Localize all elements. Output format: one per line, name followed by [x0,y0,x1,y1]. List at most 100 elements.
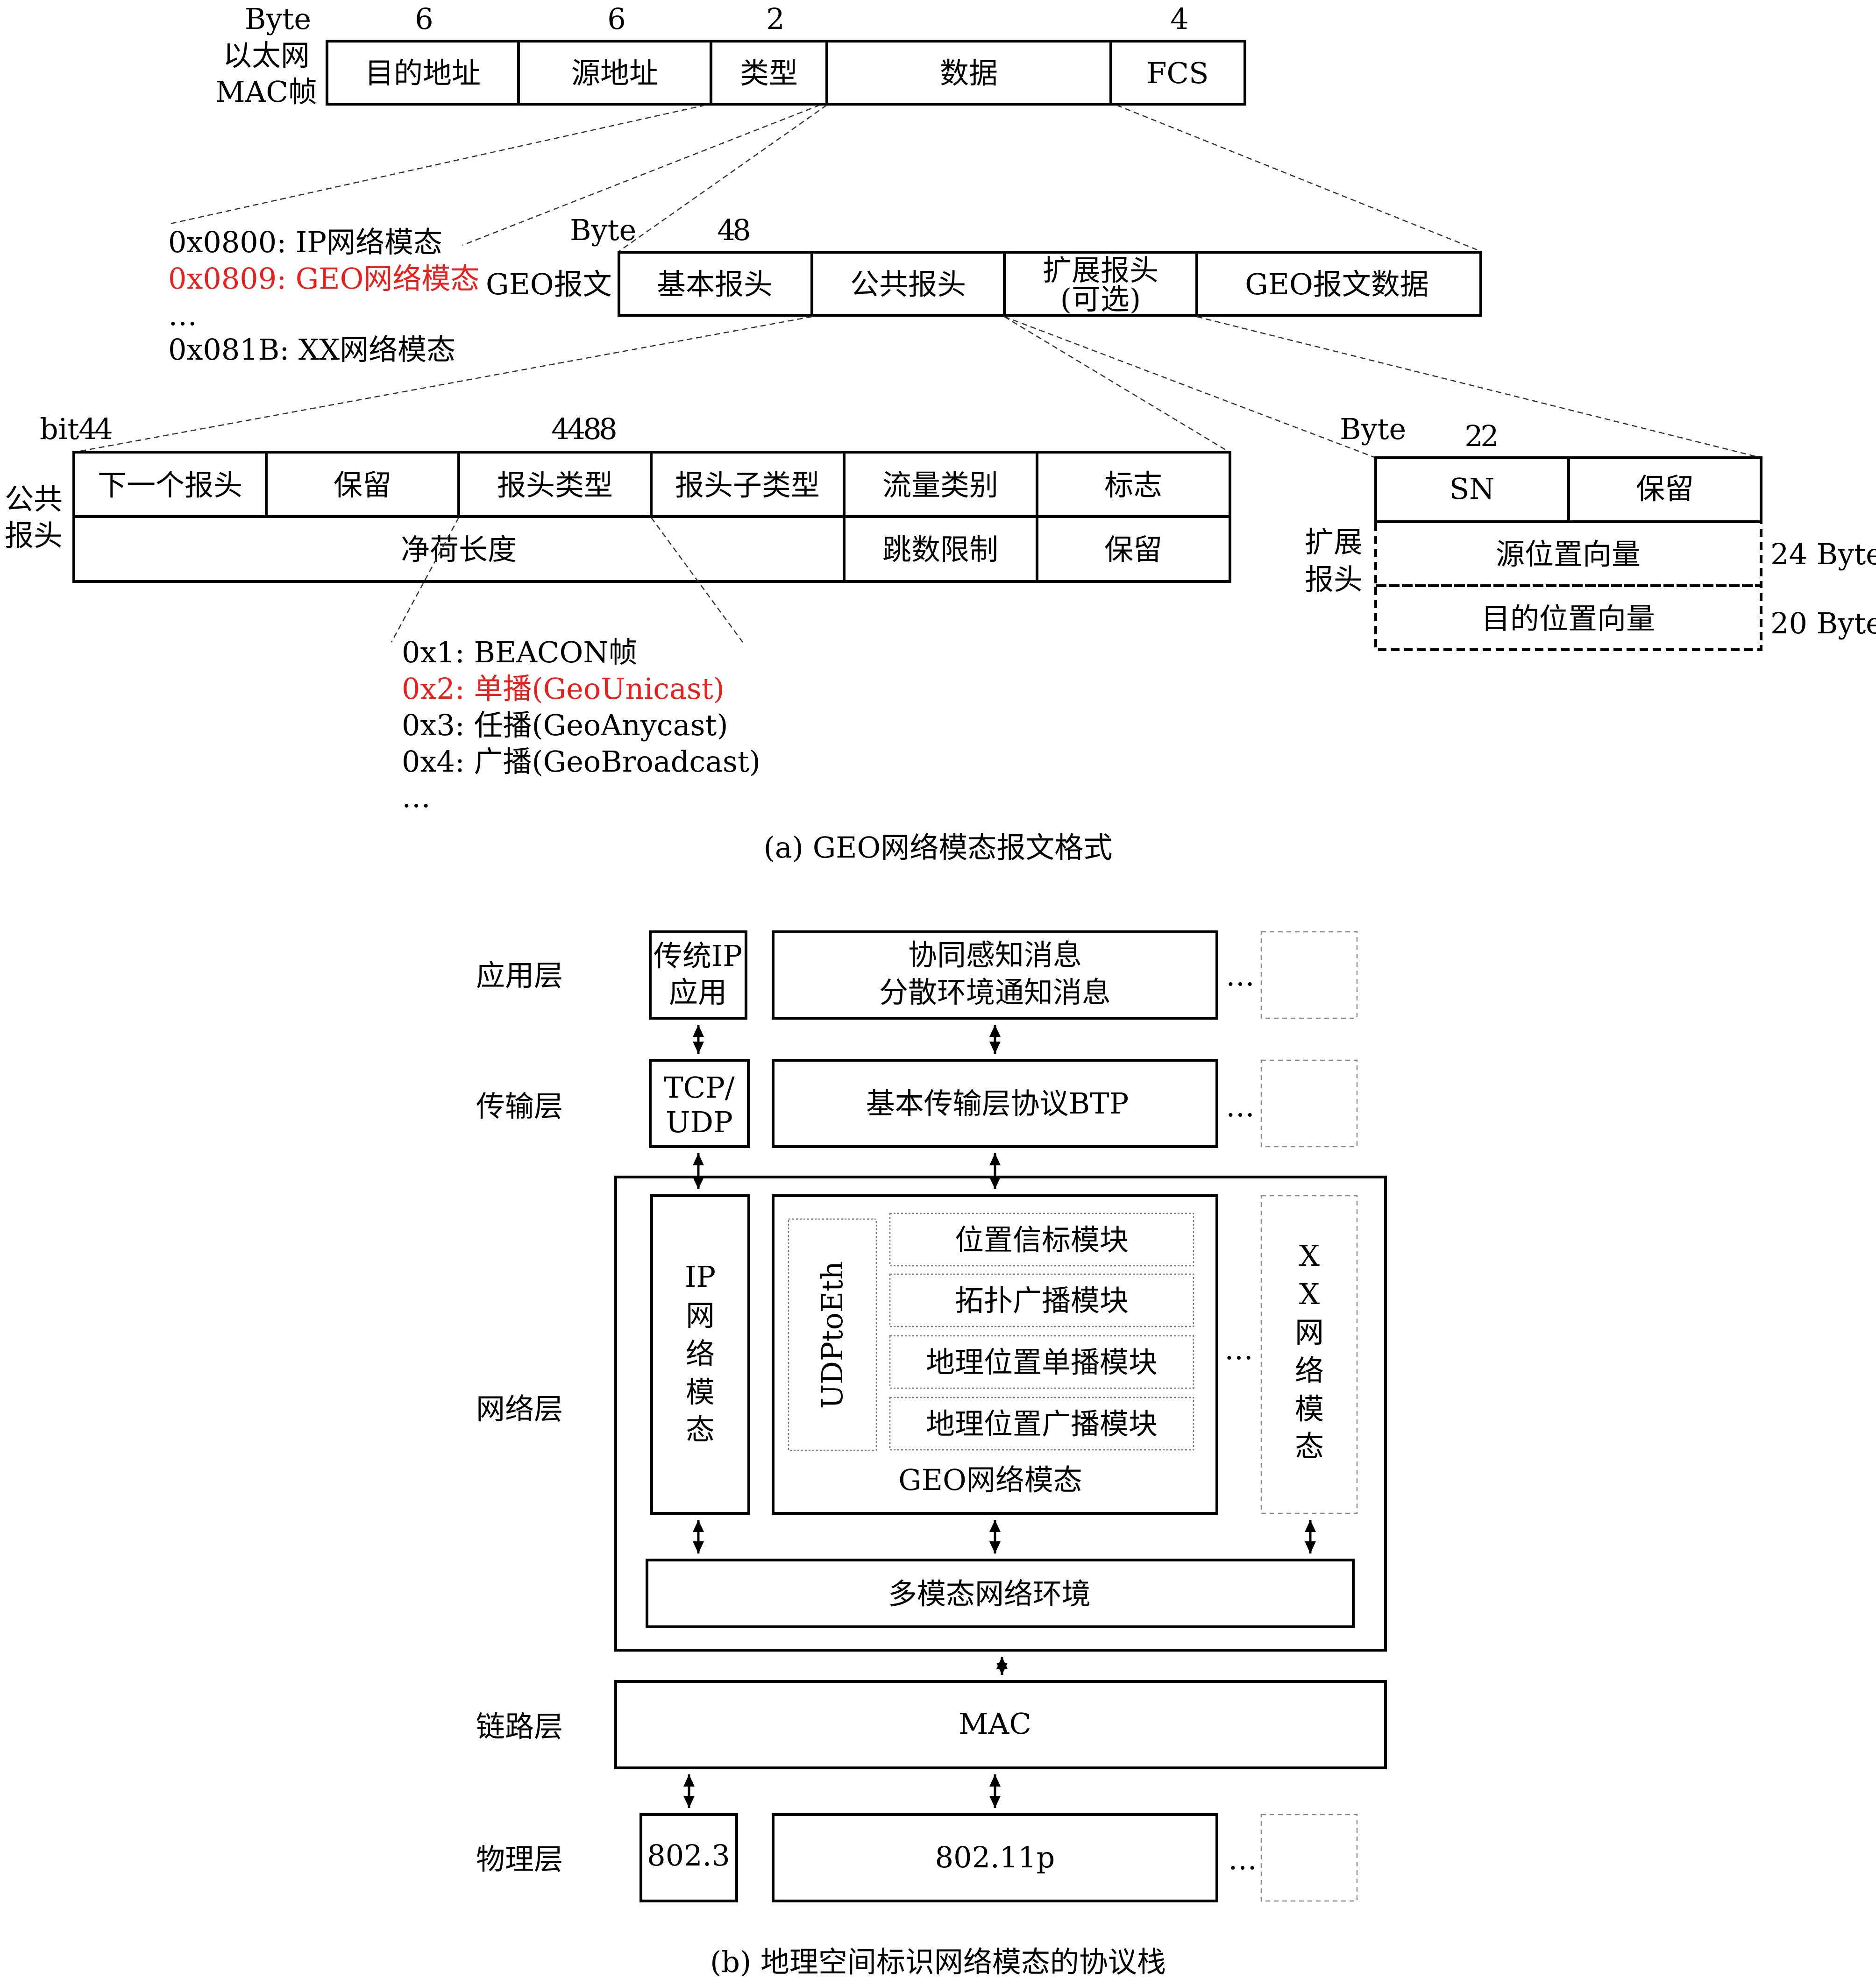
geo-mode-box [772,1194,1218,1515]
application-layer: 传统IP 应用 协同感知消息 分散环境通知消息 … [649,930,1358,1020]
geo-packet-box [618,251,1482,317]
ip-mode-char-0: IP [685,1260,716,1294]
layer-link: 链路层 [476,1709,563,1744]
multimode-environment: 多模态网络环境 [646,1559,1355,1628]
geo-field-common: 公共报头 [850,267,966,301]
mac-frame-label: 以太网 [223,38,310,72]
module-geo-unicast-box [889,1335,1194,1389]
ext-size-sn: 2 [1464,419,1483,453]
geo-packet: Byte 4 8 GEO报文 基本报头 公共报头 扩展报头 (可选) GEO报文… [486,213,1482,317]
layer-application: 应用层 [476,958,563,993]
network-ellipsis: … [1224,1332,1253,1366]
layer-network: 网络层 [476,1392,563,1426]
multimode-env-box [646,1559,1355,1628]
module-beacon: 位置信标模块 [955,1223,1129,1257]
module-geo-broadcast-box [889,1397,1194,1451]
header-type-beacon: 0x1: BEACON帧 [402,635,638,669]
ip-network-mode: IP 网 络 模 态 [650,1194,750,1515]
ethernet-mac-frame: Byte 6 6 2 4 以太网 MAC帧 目的地址 源地址 类型 数据 FCS [215,2,1246,109]
caption-a: (a) GEO网络模态报文格式 [764,830,1113,865]
module-topology-box [889,1273,1194,1327]
mac-frame-label-2: MAC帧 [215,75,317,109]
ext-dest-vector-box [1374,584,1762,651]
ethertype-ip: 0x0800: IP网络模态 [168,225,442,259]
common-field-flags: 标志 [1104,468,1162,502]
module-geo-unicast: 地理位置单播模块 [926,1345,1158,1379]
btp-label: 基本传输层协议BTP [866,1086,1129,1121]
mac-field-src: 源地址 [571,56,658,90]
xx-mode-char-4: 模 [1295,1392,1324,1426]
mac-size-fcs: 4 [1170,2,1188,36]
udptoeth-label: UDPtoEth [815,1261,849,1409]
geo-field-data: GEO报文数据 [1245,267,1429,301]
arrowhead [1305,1541,1316,1553]
ethertype-list: 0x0800: IP网络模态 0x0809: GEO网络模态 … 0x081B:… [168,225,479,367]
tcp-label: TCP/ [664,1071,735,1105]
xx-network-mode: X X 网 络 模 态 [1260,1195,1358,1514]
arrowhead [996,1663,1008,1675]
common-bit-flags: 8 [599,412,617,446]
header-type-broadcast: 0x4: 广播(GeoBroadcast) [402,745,760,779]
geo-field-extended: 扩展报头 [1043,253,1158,287]
geo-field-optional: (可选) [1060,282,1141,316]
eth-8023-label: 802.3 [647,1838,730,1873]
physical-extra-box [1260,1814,1358,1902]
mac-field-fcs: FCS [1147,56,1209,90]
ip-mode-char-2: 络 [686,1337,715,1371]
geo-size-basic: 4 [717,213,735,247]
stack-arrows [683,1025,1316,1808]
ext-size-reserved: 2 [1480,419,1499,453]
arrowhead [989,1025,1001,1037]
arrowhead [693,1541,704,1553]
module-geo-broadcast: 地理位置广播模块 [926,1407,1158,1441]
mac-byte-label: Byte [245,2,311,36]
xx-mode-char-5: 态 [1295,1429,1324,1463]
transport-layer: TCP/ UDP 基本传输层协议BTP … [649,1059,1358,1148]
arrowhead [989,1042,1001,1054]
common-header-label: 公共 [5,482,63,516]
common-bit-reserved: 4 [94,412,113,446]
multimode-env-label: 多模态网络环境 [888,1577,1091,1611]
common-header-label-2: 报头 [5,518,63,553]
ext-field-dest-vector: 目的位置向量 [1481,602,1655,636]
mac-field-dst: 目的地址 [365,56,481,90]
arrowhead [693,1042,704,1054]
arrowhead [989,1541,1001,1553]
tcp-udp-box [649,1059,750,1148]
common-field-reserved-2: 保留 [1104,532,1162,567]
common-field-subtype: 报头子类型 [675,468,820,502]
mac-size-type: 2 [766,2,784,36]
ip-mode-char-4: 态 [686,1412,715,1447]
arrowhead [683,1774,695,1787]
arrowhead [989,1774,1001,1787]
xx-mode-char-2: 网 [1295,1315,1324,1349]
eth-8023-box [640,1813,738,1902]
header-type-anycast: 0x3: 任播(GeoAnycast) [402,708,728,742]
layer-transport: 传输层 [476,1089,563,1123]
xx-mode-char-0: X [1299,1239,1320,1273]
udp-label: UDP [666,1105,733,1139]
v2x-messages-box [772,930,1218,1020]
mac-frame-box [326,40,1246,106]
common-bit-label: bit [40,412,79,446]
ext-source-vector-size: 24 Byte [1770,537,1876,571]
mac-label: MAC [959,1707,1031,1741]
xx-mode-char-1: X [1299,1277,1320,1311]
wave-80211p-label: 802.11p [935,1840,1055,1874]
arrowhead [693,1177,704,1189]
ext-byte-label: Byte [1340,412,1406,446]
arrowhead [693,1153,704,1165]
ext-dest-vector-size: 20 Byte [1770,606,1876,640]
geo-packet-label: GEO报文 [486,267,612,301]
ext-header-label: 扩展 [1305,525,1363,559]
geo-network-mode: UDPtoEth 位置信标模块 拓扑广播模块 地理位置单播模块 地理位置广播模块… [772,1194,1218,1515]
common-field-hop-limit: 跳数限制 [882,532,998,567]
ip-mode-char-1: 网 [686,1298,715,1333]
ip-app-label-2: 应用 [669,975,727,1009]
mac-box [614,1680,1387,1769]
btp-box [772,1059,1218,1148]
ethertype-xx: 0x081B: XX网络模态 [168,333,455,367]
module-beacon-box [889,1213,1194,1267]
physical-ellipsis: … [1228,1842,1257,1876]
